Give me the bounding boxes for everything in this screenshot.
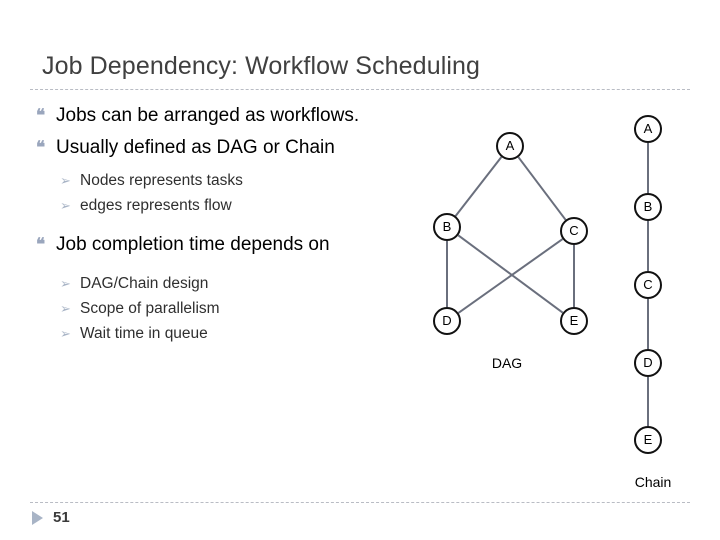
arrow-bullet-icon: ➢ bbox=[60, 301, 71, 316]
bullet-list: ❝ Jobs can be arranged as workflows. ❝ U… bbox=[34, 101, 454, 352]
chain-node-C: C bbox=[634, 271, 662, 299]
page-title: Job Dependency: Workflow Scheduling bbox=[42, 52, 481, 80]
list-item: ➢ DAG/Chain design bbox=[34, 271, 454, 296]
dag-edge-A-C bbox=[517, 156, 567, 221]
sub-bullet-text: Wait time in queue bbox=[80, 325, 208, 342]
sub-bullet-group: ➢ Nodes represents tasks ➢ edges represe… bbox=[34, 168, 454, 218]
arrow-bullet-icon: ➢ bbox=[60, 198, 71, 213]
bullet-text: Job completion time depends on bbox=[56, 234, 330, 255]
arrow-bullet-icon: ➢ bbox=[60, 276, 71, 291]
dag-node-A: A bbox=[496, 132, 524, 160]
chain-node-E: E bbox=[634, 426, 662, 454]
list-item: ❝ Job completion time depends on bbox=[34, 230, 454, 260]
bullet-text: Usually defined as DAG or Chain bbox=[56, 137, 335, 158]
arrow-bullet-icon: ➢ bbox=[60, 173, 71, 188]
chain-node-B: B bbox=[634, 193, 662, 221]
title-divider bbox=[30, 89, 690, 90]
chain-node-A: A bbox=[634, 115, 662, 143]
bullet-marker-icon: ❝ bbox=[36, 106, 46, 125]
dag-edge-A-B bbox=[454, 156, 503, 217]
dag-node-E: E bbox=[560, 307, 588, 335]
chain-caption: Chain bbox=[634, 474, 672, 490]
bullet-text: Jobs can be arranged as workflows. bbox=[56, 105, 360, 126]
list-item: ➢ edges represents flow bbox=[34, 193, 454, 218]
sub-bullet-text: edges represents flow bbox=[80, 197, 232, 214]
sub-bullet-text: DAG/Chain design bbox=[80, 275, 209, 292]
dag-edge-B-E bbox=[457, 234, 564, 314]
arrow-bullet-icon: ➢ bbox=[60, 326, 71, 341]
footer-divider bbox=[30, 502, 690, 503]
list-item: ➢ Wait time in queue bbox=[34, 321, 454, 346]
list-item: ➢ Nodes represents tasks bbox=[34, 168, 454, 193]
sub-bullet-text: Scope of parallelism bbox=[80, 300, 220, 317]
list-item: ❝ Usually defined as DAG or Chain bbox=[34, 133, 454, 163]
list-item: ➢ Scope of parallelism bbox=[34, 296, 454, 321]
chain-node-D: D bbox=[634, 349, 662, 377]
bullet-marker-icon: ❝ bbox=[36, 235, 46, 254]
list-item: ❝ Jobs can be arranged as workflows. bbox=[34, 101, 454, 131]
sub-bullet-group: ➢ DAG/Chain design ➢ Scope of parallelis… bbox=[34, 271, 454, 346]
dag-caption: DAG bbox=[491, 355, 523, 371]
bullet-marker-icon: ❝ bbox=[36, 138, 46, 157]
page-number: 51 bbox=[53, 509, 70, 526]
dag-edge-C-D bbox=[457, 238, 564, 314]
sub-bullet-text: Nodes represents tasks bbox=[80, 172, 243, 189]
play-triangle-icon bbox=[32, 511, 43, 525]
dag-node-C: C bbox=[560, 217, 588, 245]
